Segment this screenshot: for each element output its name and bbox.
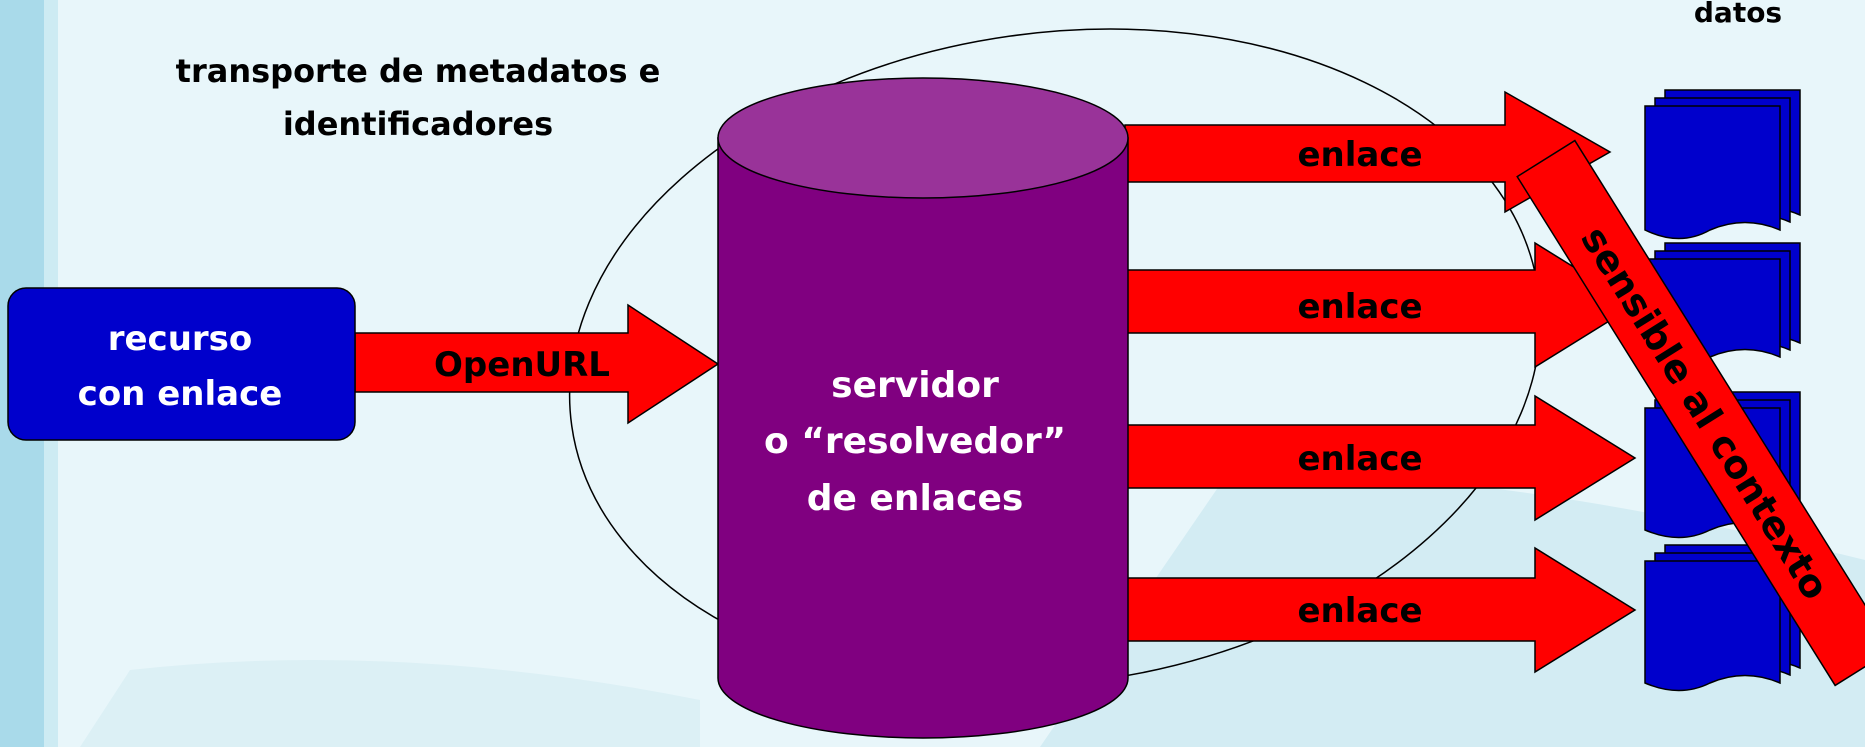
link-arrow-3 bbox=[1124, 394, 1637, 522]
transport-label-line1: transporte de metadatos e bbox=[176, 52, 661, 90]
link-arrow-4 bbox=[1124, 546, 1637, 674]
link-label-2: enlace bbox=[1297, 287, 1422, 327]
link-label-4: enlace bbox=[1297, 591, 1422, 631]
document-stack-4 bbox=[1644, 544, 1801, 692]
link-label-1: enlace bbox=[1297, 135, 1422, 175]
top-right-label: datos bbox=[1694, 0, 1782, 29]
server-cylinder bbox=[717, 77, 1129, 739]
resource-label-line2: con enlace bbox=[78, 374, 283, 414]
server-label-line2: o “resolvedor” bbox=[764, 421, 1066, 462]
openurl-arrow bbox=[354, 303, 720, 425]
server-label-line3: de enlaces bbox=[807, 478, 1024, 519]
document-stack-1 bbox=[1644, 89, 1801, 240]
resource-label-line1: recurso bbox=[108, 319, 253, 359]
link-label-3: enlace bbox=[1297, 439, 1422, 479]
link-arrow-2 bbox=[1124, 241, 1637, 369]
background-wave-2 bbox=[80, 660, 700, 747]
transport-label-line2: identificadores bbox=[283, 105, 553, 143]
server-label-line1: servidor bbox=[831, 365, 999, 406]
openurl-label: OpenURL bbox=[434, 345, 610, 385]
resource-box bbox=[7, 287, 356, 441]
